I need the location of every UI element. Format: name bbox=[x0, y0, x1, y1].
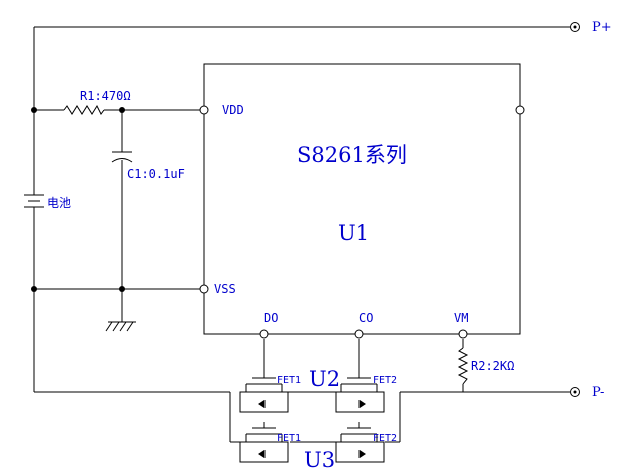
pin-vm bbox=[458, 329, 468, 339]
mosfet-icon bbox=[335, 377, 385, 413]
ic-part-label: S8261系列 bbox=[297, 143, 407, 167]
pin-co-label: CO bbox=[359, 311, 373, 325]
u3-label: U3 bbox=[304, 448, 335, 472]
pin-do-label: DO bbox=[264, 311, 278, 325]
pin-nc bbox=[515, 105, 525, 115]
capacitor-c1: C1:0.1uF bbox=[111, 151, 185, 181]
u3-fet1-label: FET1 bbox=[277, 433, 301, 444]
terminal-neg: P- bbox=[570, 385, 604, 400]
pin-vdd bbox=[199, 105, 209, 115]
battery-label: 电池 bbox=[47, 196, 71, 210]
junctions bbox=[31, 107, 125, 292]
pin-vm-label: VM bbox=[454, 311, 468, 325]
ic-u1: S8261系列 U1 VDD VSS DO CO VM bbox=[199, 63, 525, 339]
resistor-r1-label: R1:470Ω bbox=[80, 89, 131, 103]
terminal-neg-label: P- bbox=[592, 385, 604, 400]
pin-co bbox=[354, 329, 364, 339]
capacitor-c1-label: C1:0.1uF bbox=[127, 167, 185, 181]
battery-icon: 电池 bbox=[24, 194, 71, 210]
terminal-pos-label: P+ bbox=[592, 20, 612, 35]
mosfet-icon bbox=[335, 422, 385, 463]
terminal-pos: P+ bbox=[570, 20, 612, 35]
pin-do bbox=[259, 329, 269, 339]
resistor-r2-label: R2:2KΩ bbox=[471, 359, 514, 373]
u2-fet1-label: FET1 bbox=[277, 375, 301, 386]
u3-fet2-label: FET2 bbox=[373, 433, 397, 444]
resistor-r1: R1:470Ω bbox=[63, 89, 131, 115]
resistor-r2: R2:2KΩ bbox=[457, 347, 514, 385]
pin-vss bbox=[199, 284, 209, 294]
pin-vss-label: VSS bbox=[214, 282, 236, 296]
mosfet-icon bbox=[239, 377, 289, 413]
fet-pair-u2: FET1 FET2 U2 bbox=[239, 367, 397, 413]
fet-pair-u3: FET1 FET2 U3 bbox=[239, 422, 397, 472]
pin-vdd-label: VDD bbox=[222, 103, 244, 117]
u2-fet2-label: FET2 bbox=[373, 375, 397, 386]
ic-ref-label: U1 bbox=[338, 221, 369, 245]
mosfet-icon bbox=[239, 422, 289, 463]
wires bbox=[33, 26, 570, 443]
u2-label: U2 bbox=[309, 367, 340, 391]
ground-icon bbox=[105, 321, 136, 332]
